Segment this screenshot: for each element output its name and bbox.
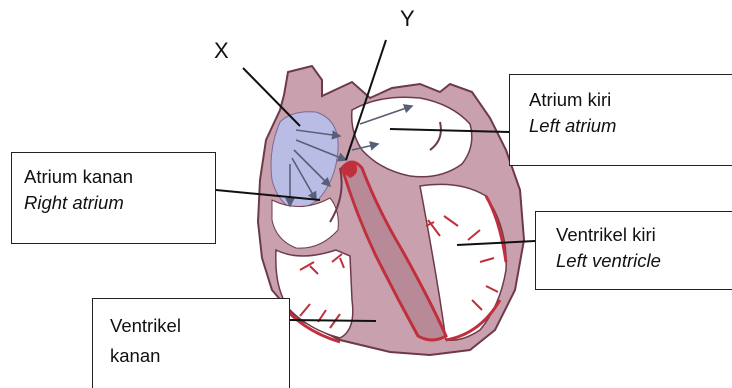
left-ventricle-english-label: Left ventricle	[556, 248, 722, 274]
right-atrium-english-label: Right atrium	[24, 190, 205, 216]
right-atrium-local-label: Atrium kanan	[24, 164, 205, 190]
marker-y: Y	[400, 6, 415, 32]
left-atrium-label-box: Atrium kiri Left atrium	[509, 74, 732, 166]
left-atrium-local-label: Atrium kiri	[529, 87, 722, 113]
left-ventricle-local-label: Ventrikel kiri	[556, 222, 722, 248]
right-ventricle-label-box: Ventrikel kanan	[92, 298, 290, 388]
right-ventricle-label-line1: Ventrikel	[110, 311, 279, 341]
left-atrium-english-label: Left atrium	[529, 113, 722, 139]
marker-x: X	[214, 38, 229, 64]
left-ventricle-label-box: Ventrikel kiri Left ventricle	[535, 211, 732, 290]
right-atrium-label-box: Atrium kanan Right atrium	[11, 152, 216, 244]
right-ventricle-label-line2: kanan	[110, 341, 279, 371]
